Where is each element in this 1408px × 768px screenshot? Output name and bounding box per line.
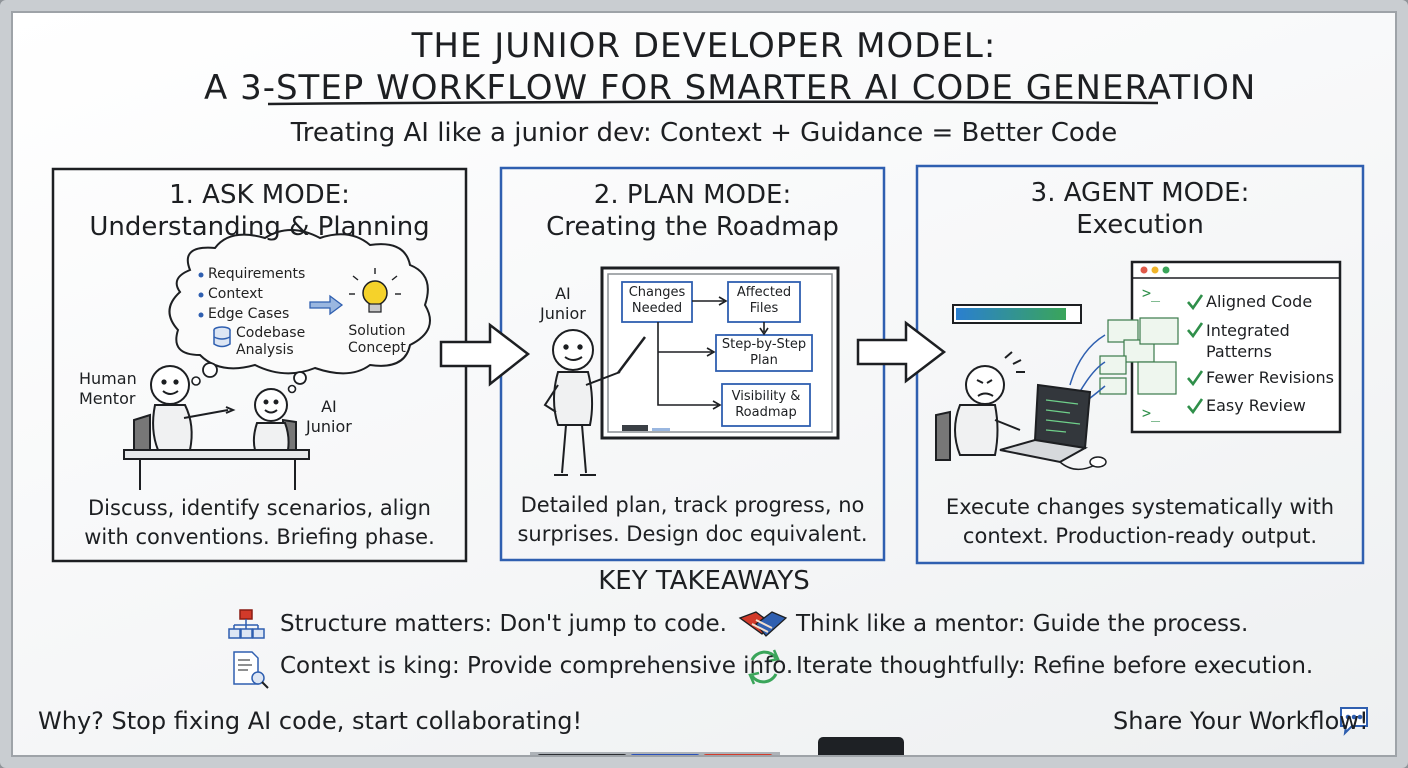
cloud-item-context: Context: [208, 286, 263, 302]
takeaways-heading: KEY TAKEAWAYS: [598, 566, 810, 596]
plan-boxes: [621, 281, 813, 427]
check-item-aligned: Aligned Code: [1206, 292, 1313, 311]
cloud-arrow-icon: [309, 294, 344, 316]
red-marker: [703, 754, 773, 763]
checkmark-icon: [1187, 322, 1204, 339]
takeaway-iterate: Iterate thoughtfully: Refine before exec…: [796, 653, 1314, 679]
cloud-item-requirements: Requirements: [208, 266, 306, 282]
solution-concept-label: Solution Concept: [348, 323, 406, 356]
window-maximize-icon: [1162, 266, 1170, 274]
blue-marker: [630, 754, 700, 763]
takeaway-context: Context is king: Provide comprehensive i…: [280, 653, 794, 679]
document-search-icon: [233, 651, 269, 689]
check-item-patterns: Integrated Patterns: [1206, 321, 1290, 361]
window-close-icon: [1140, 266, 1148, 274]
checkmark-icon: [1187, 398, 1204, 415]
desk: [123, 449, 310, 460]
cloud-item-codebase: Codebase Analysis: [236, 325, 306, 358]
panel-2-description: Detailed plan, track progress, no surpri…: [517, 493, 868, 546]
mentor-label: Human Mentor: [79, 369, 137, 408]
mouse-icon: [1089, 456, 1107, 468]
plan-box-visibility: Visibility & Roadmap: [731, 389, 801, 420]
black-marker: [537, 754, 627, 763]
code-window: [1130, 260, 1342, 434]
mentor-figure: [133, 365, 236, 451]
cloud-bullets: [198, 272, 204, 318]
arrow-1-to-2: [439, 322, 531, 387]
developer-figure: [935, 351, 1025, 461]
refresh-icon: [748, 649, 780, 685]
plan-box-files: Affected Files: [736, 285, 792, 316]
title-line-1: THE JUNIOR DEVELOPER MODEL:: [411, 26, 997, 66]
handshake-icon: [738, 611, 788, 637]
progress-bar-fill: [956, 308, 1066, 320]
checkmark-icon: [1187, 294, 1204, 311]
chat-bubble-icon: [1340, 707, 1368, 736]
panel-1-subheading: Understanding & Planning: [89, 212, 430, 242]
plan-box-changes: Changes Needed: [628, 285, 686, 316]
plan-connectors: [657, 296, 769, 410]
mini-eraser: [622, 425, 648, 431]
cloud-item-edge-cases: Edge Cases: [208, 306, 290, 322]
panel-3-subheading: Execution: [1076, 210, 1204, 240]
junior-label-1: AI Junior: [306, 397, 352, 436]
terminal-prompt-top: >_: [1142, 284, 1161, 302]
junior-label-2: AI Junior: [540, 284, 586, 323]
panel-1-heading: 1. ASK MODE:: [169, 180, 350, 210]
code-snippets-icon: [1099, 317, 1179, 395]
junior-figure-1: [252, 388, 297, 451]
footer-share: Share Your Workflow!: [1113, 707, 1369, 735]
takeaway-mentor: Think like a mentor: Guide the process.: [796, 611, 1249, 637]
junior-figure-2: [543, 329, 621, 476]
panel-3-description: Execute changes systematically with cont…: [945, 495, 1335, 548]
terminal-prompt-bottom: >_: [1142, 404, 1161, 422]
panel-2-subheading: Creating the Roadmap: [546, 212, 839, 242]
panel-1-description: Discuss, identify scenarios, align with …: [84, 496, 435, 549]
check-item-revisions: Fewer Revisions: [1206, 368, 1334, 387]
subtitle: Treating AI like a junior dev: Context +…: [290, 118, 1118, 148]
checkmark-icon: [1187, 370, 1204, 387]
pointer-stick: [617, 336, 646, 374]
panel-3-heading: 3. AGENT MODE:: [1030, 178, 1250, 208]
eraser: [818, 737, 904, 761]
takeaway-structure: Structure matters: Don't jump to code.: [280, 611, 727, 637]
arrow-2-to-3: [856, 320, 947, 384]
thought-cloud: [168, 229, 431, 394]
laptop-icon: [999, 383, 1092, 464]
hierarchy-icon: [228, 609, 265, 639]
footer-why: Why? Stop fixing AI code, start collabor…: [38, 707, 583, 735]
panel-2-heading: 2. PLAN MODE:: [593, 180, 792, 210]
checkmark-icons: [1187, 294, 1204, 415]
database-icon: [213, 326, 231, 348]
window-minimize-icon: [1151, 266, 1159, 274]
plan-box-steps: Step-by-Step Plan: [721, 337, 807, 368]
lightbulb-icon: [349, 268, 401, 313]
check-item-review: Easy Review: [1206, 396, 1306, 415]
